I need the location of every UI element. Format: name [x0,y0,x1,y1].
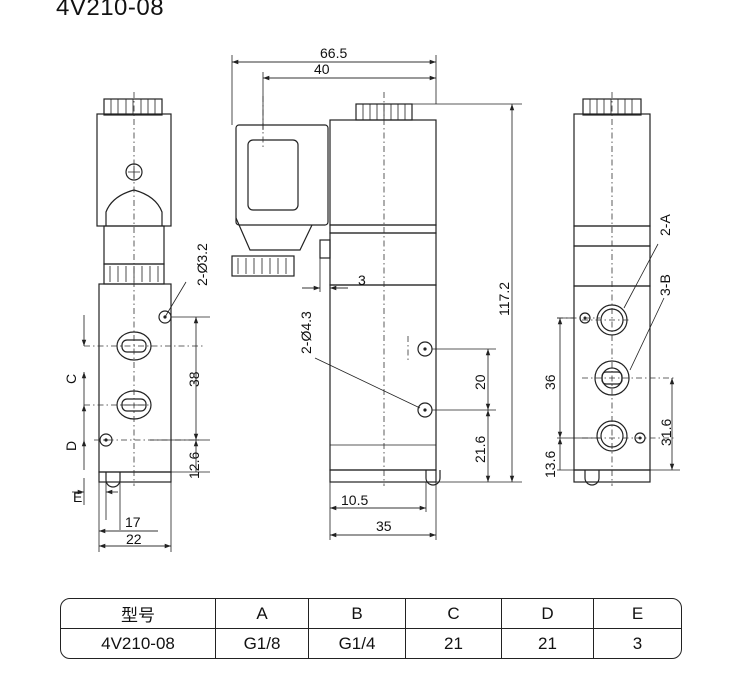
middle-view: 66.5 40 3 117.2 2-Ø4.3 20 21.6 10.5 35 [231,45,522,540]
spec-table: 型号 A B C D E 4V210-08 G1/8 G1/4 21 21 3 [60,598,682,659]
right-view: 2-A 3-B 36 31.6 13.6 [542,92,680,486]
table-cell: 21 [406,629,502,658]
table-header-cell: D [502,599,594,629]
body-width-label: 35 [376,518,392,534]
left-hole-dim-label: 2-Ø3.2 [194,243,210,286]
port-e-label: E [73,489,82,505]
overall-width-label: 66.5 [320,45,347,61]
table-cell: 4V210-08 [61,629,216,658]
table-cell: 3 [632,633,643,653]
right-pitch-316-label: 31.6 [658,419,674,446]
hole-pitch-label: 20 [472,374,488,390]
port-a-label: 2-A [657,214,673,236]
hole-bottom-label: 21.6 [472,436,488,463]
table-header-cell: 型号 [61,599,216,629]
height-dim-label: 117.2 [496,282,512,316]
left-pitch-dim-label: 38 [186,371,202,387]
table-row: 4V210-08 G1/8 G1/4 21 21 3 [61,629,681,658]
table-cell: G1/8 [216,629,309,658]
table-cell: G1/4 [309,629,406,658]
base-offset-label: 10.5 [341,492,368,508]
port-d-label: D [63,441,79,451]
table-header-cell: A [216,599,309,629]
left-view: 2-Ø3.2 38 12.6 C D E 17 22 [63,92,210,552]
middle-hole-dim-label: 2-Ø4.3 [298,311,314,354]
inner-width-label: 40 [314,61,330,77]
left-outer-width-label: 22 [126,531,142,547]
table-header-cell: B [309,599,406,629]
left-inner-width-label: 17 [125,514,141,530]
table-header-cell: E [594,599,681,629]
step-dim-label: 3 [358,272,366,288]
drawing-title: 4V210-08 [56,0,165,21]
table-header-row: 型号 A B C D E [61,599,681,629]
table-cell: 21 [502,629,594,658]
left-bottom-dim-label: 12.6 [186,452,202,479]
right-bottom-label: 13.6 [542,451,558,478]
right-pitch-36-label: 36 [542,374,558,390]
port-b-label: 3-B [657,274,673,296]
port-c-label: C [63,374,79,384]
table-header-cell: C [406,599,502,629]
